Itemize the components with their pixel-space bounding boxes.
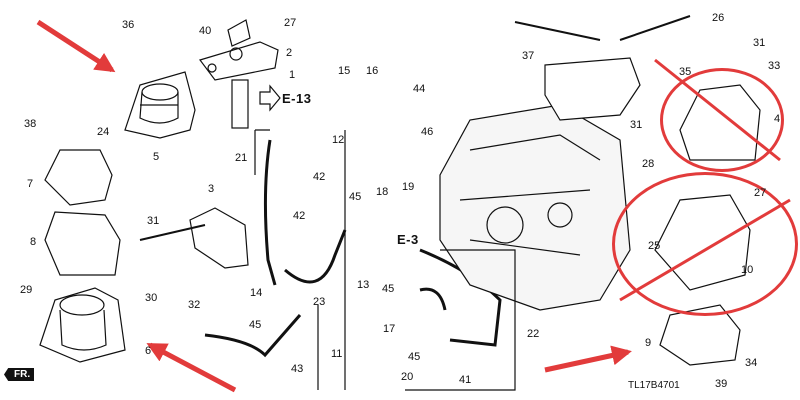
callout-3[interactable]: 3 (208, 183, 215, 195)
callout-1[interactable]: 1 (289, 69, 296, 81)
callout-24[interactable]: 24 (97, 126, 110, 138)
callout-27[interactable]: 27 (284, 17, 297, 29)
callout-17[interactable]: 17 (383, 323, 396, 335)
front-direction-label: FR. (4, 368, 35, 381)
callout-8[interactable]: 8 (30, 236, 37, 248)
bracket-7 (44, 149, 113, 206)
bracket-8 (44, 211, 121, 276)
callout-20[interactable]: 20 (401, 371, 414, 383)
callout-35[interactable]: 35 (679, 66, 692, 78)
callout-18[interactable]: 18 (376, 186, 389, 198)
callout-12[interactable]: 12 (332, 134, 345, 146)
callout-25[interactable]: 25 (648, 240, 661, 252)
callout-21[interactable]: 21 (235, 152, 248, 164)
callout-44[interactable]: 44 (413, 83, 426, 95)
hose-21 (263, 139, 277, 286)
callout-45[interactable]: 45 (408, 351, 421, 363)
callout-5[interactable]: 5 (153, 151, 160, 163)
callout-40[interactable]: 40 (199, 25, 212, 37)
callout-14[interactable]: 14 (250, 287, 263, 299)
e13-arrow (259, 84, 281, 112)
callout-45[interactable]: 45 (349, 191, 362, 203)
hose-23 (284, 229, 347, 284)
callout-42[interactable]: 42 (293, 210, 306, 222)
callout-11[interactable]: 11 (331, 348, 343, 360)
callout-34[interactable]: 34 (745, 357, 758, 369)
callout-28[interactable]: 28 (642, 158, 655, 170)
callout-32[interactable]: 32 (188, 299, 201, 311)
callout-19[interactable]: 19 (402, 181, 415, 193)
callout-13[interactable]: 13 (357, 279, 370, 291)
callout-33[interactable]: 33 (768, 60, 781, 72)
callout-38[interactable]: 38 (24, 118, 37, 130)
callout-45[interactable]: 45 (382, 283, 395, 295)
callout-29[interactable]: 29 (20, 284, 33, 296)
callout-37[interactable]: 37 (522, 50, 535, 62)
callout-27[interactable]: 27 (754, 187, 767, 199)
callout-15[interactable]: 15 (338, 65, 351, 77)
callout-9[interactable]: 9 (645, 337, 652, 349)
engine-block (439, 104, 631, 311)
engine-mount-9 (659, 304, 741, 366)
callout-16[interactable]: 16 (366, 65, 379, 77)
callout-43[interactable]: 43 (291, 363, 304, 375)
callout-4[interactable]: 4 (774, 113, 781, 125)
callout-10[interactable]: 10 (741, 264, 754, 276)
callout-26[interactable]: 26 (712, 12, 725, 24)
callout-22[interactable]: 22 (527, 328, 540, 340)
ref-e3[interactable]: E-3 (397, 232, 419, 247)
callout-46[interactable]: 46 (421, 126, 434, 138)
callout-39[interactable]: 39 (715, 378, 728, 390)
callout-42[interactable]: 42 (313, 171, 326, 183)
hose-17 (419, 287, 447, 311)
highlight-ring-mount-4 (660, 68, 784, 172)
callout-7[interactable]: 7 (27, 178, 34, 190)
callout-36[interactable]: 36 (122, 19, 135, 31)
callout-23[interactable]: 23 (313, 296, 326, 308)
callout-6[interactable]: 6 (145, 345, 152, 357)
callout-31[interactable]: 31 (630, 119, 643, 131)
highlight-ring-mount-10 (612, 172, 798, 316)
callout-2[interactable]: 2 (286, 47, 293, 59)
bracket-upper-right (544, 57, 641, 121)
bellows (231, 79, 249, 129)
engine-mount-lower-left (39, 287, 126, 363)
engine-mount-upper-left (124, 71, 196, 139)
hose-11 (204, 314, 302, 358)
callout-41[interactable]: 41 (459, 374, 472, 386)
mount-bracket-2 (199, 19, 279, 81)
diagram-code: TL17B4701 (628, 380, 680, 391)
callout-45[interactable]: 45 (249, 319, 262, 331)
callout-31[interactable]: 31 (753, 37, 766, 49)
callout-30[interactable]: 30 (145, 292, 158, 304)
bracket-3 (189, 207, 249, 269)
callout-31[interactable]: 31 (147, 215, 160, 227)
ref-e13[interactable]: E-13 (282, 91, 312, 106)
